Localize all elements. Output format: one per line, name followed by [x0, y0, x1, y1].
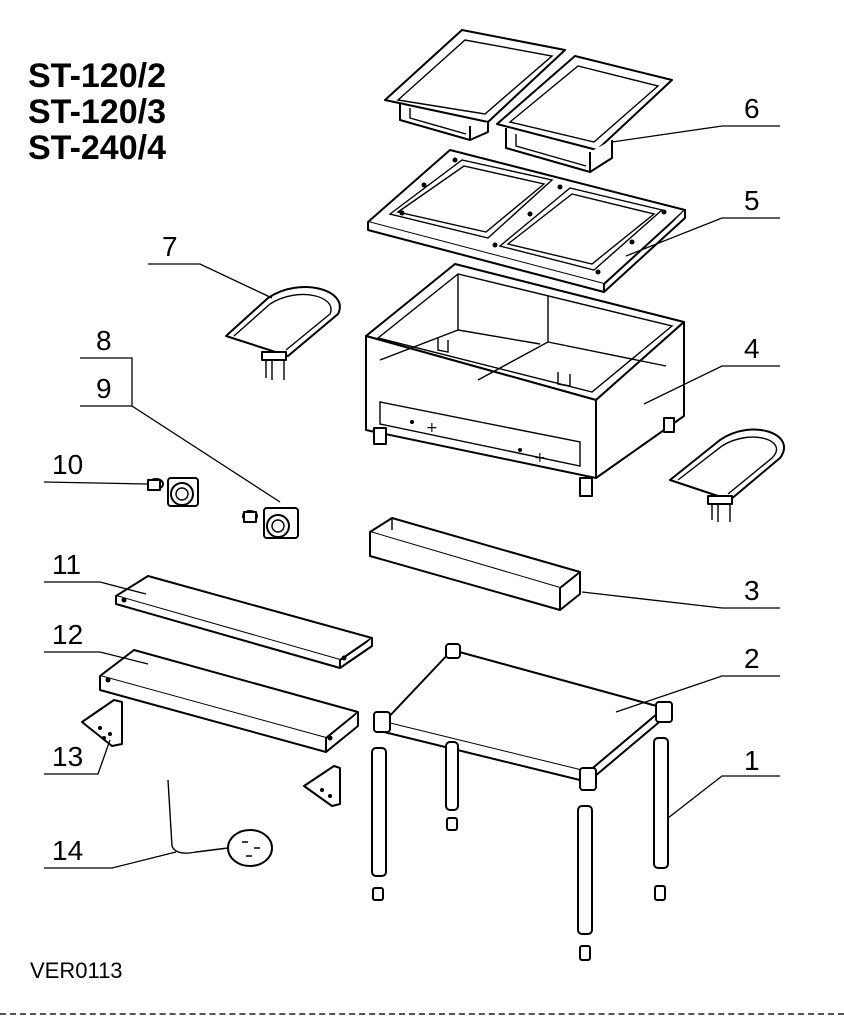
bottom-divider — [0, 1013, 844, 1015]
callout-number: 10 — [52, 449, 83, 480]
callout-number: 1 — [744, 745, 760, 776]
part-1-legs — [372, 738, 668, 960]
callout-number: 7 — [162, 231, 178, 262]
callout-number: 12 — [52, 619, 83, 650]
callout-number: 4 — [744, 333, 760, 364]
part-7-heating-element — [226, 287, 340, 380]
version-code: VER0113 — [30, 958, 123, 984]
part-14-power-cord — [168, 780, 272, 866]
callout-9: 9 — [80, 373, 132, 406]
part-12-shelf-panel — [100, 650, 358, 752]
callout-1: 1 — [668, 745, 780, 818]
part-6-food-pans — [385, 30, 672, 172]
part-11-panel — [116, 576, 372, 668]
part-4-well-body: + + — [366, 264, 684, 496]
control-knob-right — [264, 508, 298, 538]
callout-number: 13 — [52, 741, 83, 772]
callout-13: 13 — [44, 740, 110, 774]
callout-7: 7 — [148, 231, 272, 298]
callout-8: 8 — [80, 325, 280, 502]
callout-number: 6 — [744, 93, 760, 124]
part-8-9-control-knob-left — [168, 478, 198, 506]
part-5-top-plate — [368, 150, 685, 292]
callout-number: 2 — [744, 643, 760, 674]
part-3-trough — [370, 518, 580, 610]
heating-element-right — [670, 430, 784, 522]
callout-number: 9 — [96, 373, 112, 404]
callout-number: 14 — [52, 835, 83, 866]
callout-number: 3 — [744, 575, 760, 606]
svg-text:+: + — [534, 450, 546, 466]
callout-3: 3 — [582, 575, 780, 608]
callout-number: 5 — [744, 185, 760, 216]
callout-10: 10 — [44, 449, 148, 484]
part-2-undershelf — [374, 644, 672, 790]
callout-number: 11 — [52, 549, 81, 580]
indicator-lamp-2 — [243, 511, 257, 522]
svg-text:+: + — [426, 420, 438, 436]
callout-14: 14 — [44, 835, 176, 868]
callout-number: 8 — [96, 325, 112, 356]
part-10-indicator-lamp — [148, 479, 163, 490]
